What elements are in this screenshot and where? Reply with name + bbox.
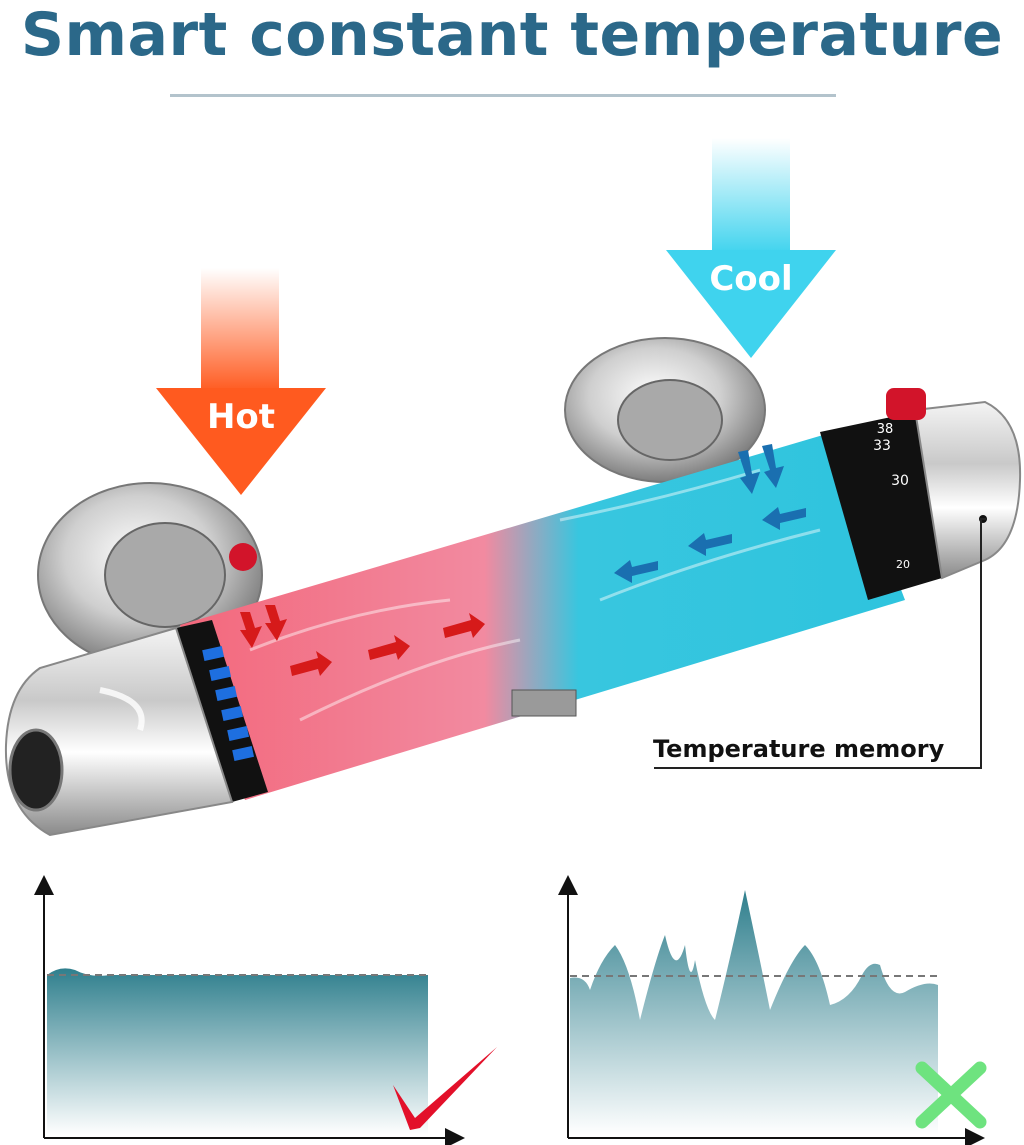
- cross-mark-icon: [915, 1061, 987, 1129]
- flow-control-knob: [4, 620, 268, 837]
- hot-label: Hot: [207, 397, 275, 437]
- temperature-control-knob: 38 33 30 20: [820, 388, 1022, 600]
- page-title: Smart constant temperature: [20, 0, 1004, 70]
- cool-label: Cool: [709, 259, 792, 299]
- fluctuating-wave-area: [570, 890, 938, 1135]
- cool-flow-arrows: [614, 444, 806, 583]
- dial-mark-20: 20: [896, 558, 910, 571]
- temperature-memory-label: Temperature memory: [653, 735, 945, 763]
- outlet-nut: [511, 689, 577, 717]
- hot-indicator-dot: [229, 543, 257, 571]
- dial-mark-33: 33: [873, 438, 891, 454]
- hot-flow-arrows: [240, 605, 485, 676]
- temperature-memory-callout: Temperature memory: [653, 518, 987, 769]
- dial-mark-38: 38: [877, 422, 894, 437]
- dial-mark-30: 30: [891, 473, 909, 489]
- cool-inlet-arrow: Cool: [666, 138, 836, 358]
- stable-wave-area: [47, 968, 428, 1135]
- fluctuating-temperature-chart: [558, 875, 987, 1145]
- title-divider: [170, 94, 836, 97]
- memory-stop-button: [886, 388, 926, 420]
- valve-body: [180, 430, 905, 800]
- right-wall-flange: [564, 337, 766, 483]
- hot-inlet-arrow: Hot: [156, 268, 326, 495]
- stable-temperature-chart: [34, 875, 497, 1145]
